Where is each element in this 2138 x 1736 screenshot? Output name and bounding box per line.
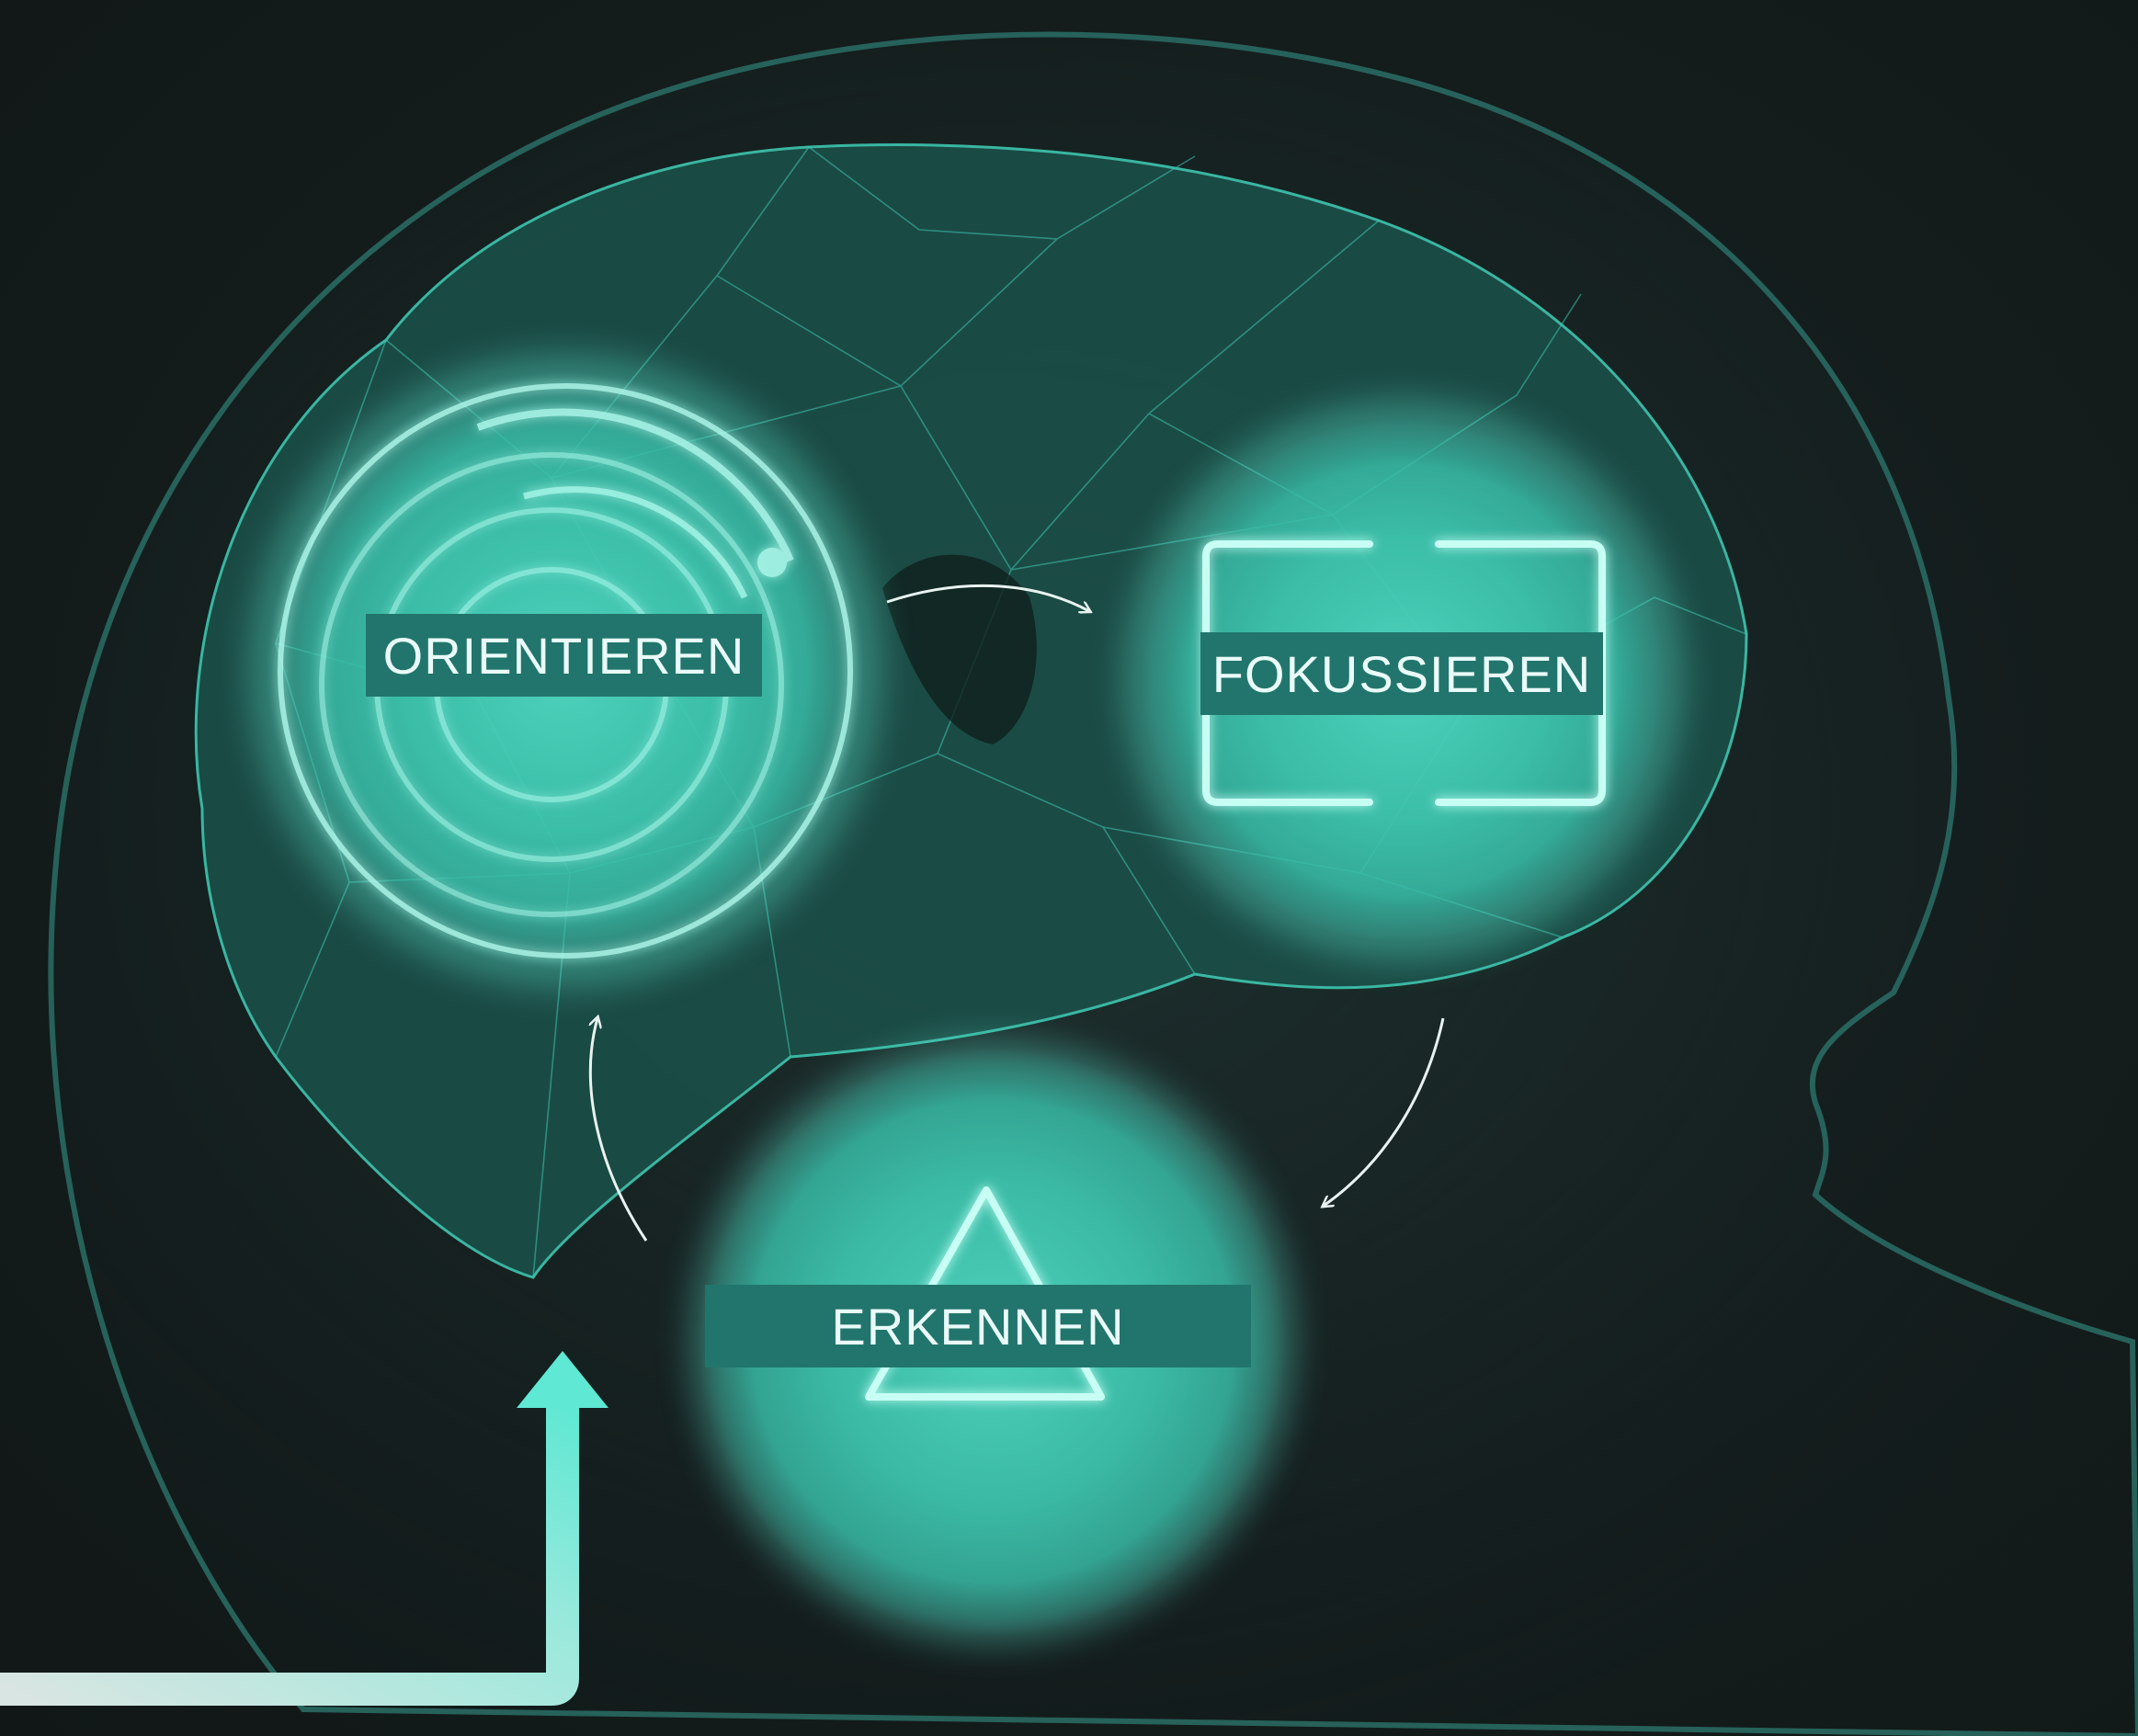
- cycle-arrow-erkennen-to-orientieren: [590, 1018, 648, 1242]
- stage-label-orientieren: ORIENTIEREN: [366, 614, 762, 697]
- stage-label-fokussieren: FOKUSSIEREN: [1200, 632, 1603, 715]
- entry-arrow: [0, 1351, 608, 1706]
- cycle-arrow-orientieren-to-fokussieren: [886, 584, 1089, 611]
- cycle-arrow-fokussieren-to-erkennen: [1324, 1017, 1445, 1206]
- stage-label-erkennen: ERKENNEN: [705, 1285, 1251, 1367]
